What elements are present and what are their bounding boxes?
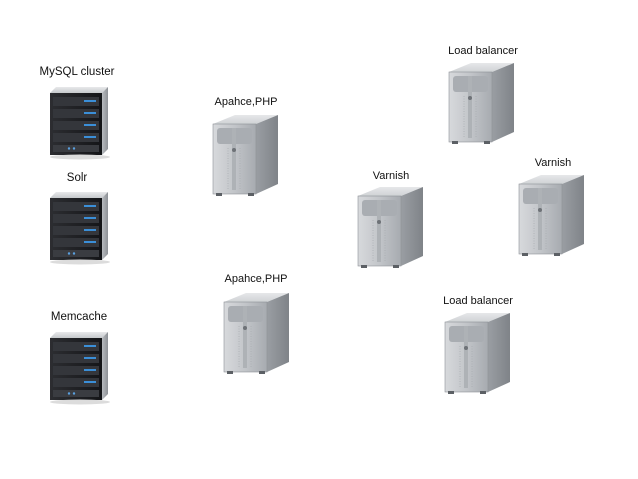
tower-server-icon [444, 60, 520, 146]
apache-php-1-label: Apahce,PHP [214, 96, 278, 108]
varnish-2-label: Varnish [534, 157, 572, 169]
tower-server-icon [514, 172, 590, 258]
rack-server-icon [44, 190, 114, 265]
tower-server-icon [219, 290, 295, 376]
tower-server-icon [353, 184, 429, 270]
load-balancer-1-label: Load balancer [448, 45, 518, 57]
solr-label: Solr [66, 172, 88, 184]
tower-server-icon [440, 310, 516, 396]
memcache-label: Memcache [50, 311, 108, 323]
load-balancer-2-label: Load balancer [443, 295, 513, 307]
tower-server-icon [208, 112, 284, 198]
mysql-cluster-label: MySQL cluster [39, 66, 115, 78]
rack-server-icon [44, 330, 114, 405]
varnish-1-label: Varnish [372, 170, 410, 182]
apache-php-2-label: Apahce,PHP [224, 273, 288, 285]
rack-server-icon [44, 85, 114, 160]
